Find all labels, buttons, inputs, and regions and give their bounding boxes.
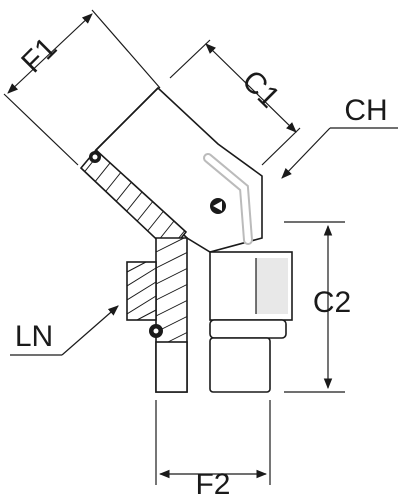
label-c2: C2 xyxy=(313,286,351,319)
flow-logo-icon xyxy=(210,198,226,214)
dim-ln xyxy=(10,305,119,356)
dim-f2 xyxy=(155,400,271,485)
label-c1: C1 xyxy=(235,64,285,114)
dim-c1 xyxy=(169,39,301,166)
dim-c2 xyxy=(284,221,345,393)
lower-o-ring xyxy=(149,324,163,338)
label-f2: F2 xyxy=(195,468,230,500)
thread-stub-left xyxy=(155,341,188,393)
label-ch: CH xyxy=(344,94,387,127)
dim-f1 xyxy=(3,9,161,166)
dim-ch xyxy=(281,127,398,179)
hex-nut-right xyxy=(209,251,293,393)
top-o-ring xyxy=(89,151,101,163)
label-ln: LN xyxy=(15,320,53,353)
label-f1: F1 xyxy=(15,31,63,79)
lock-nut-section xyxy=(126,261,157,321)
